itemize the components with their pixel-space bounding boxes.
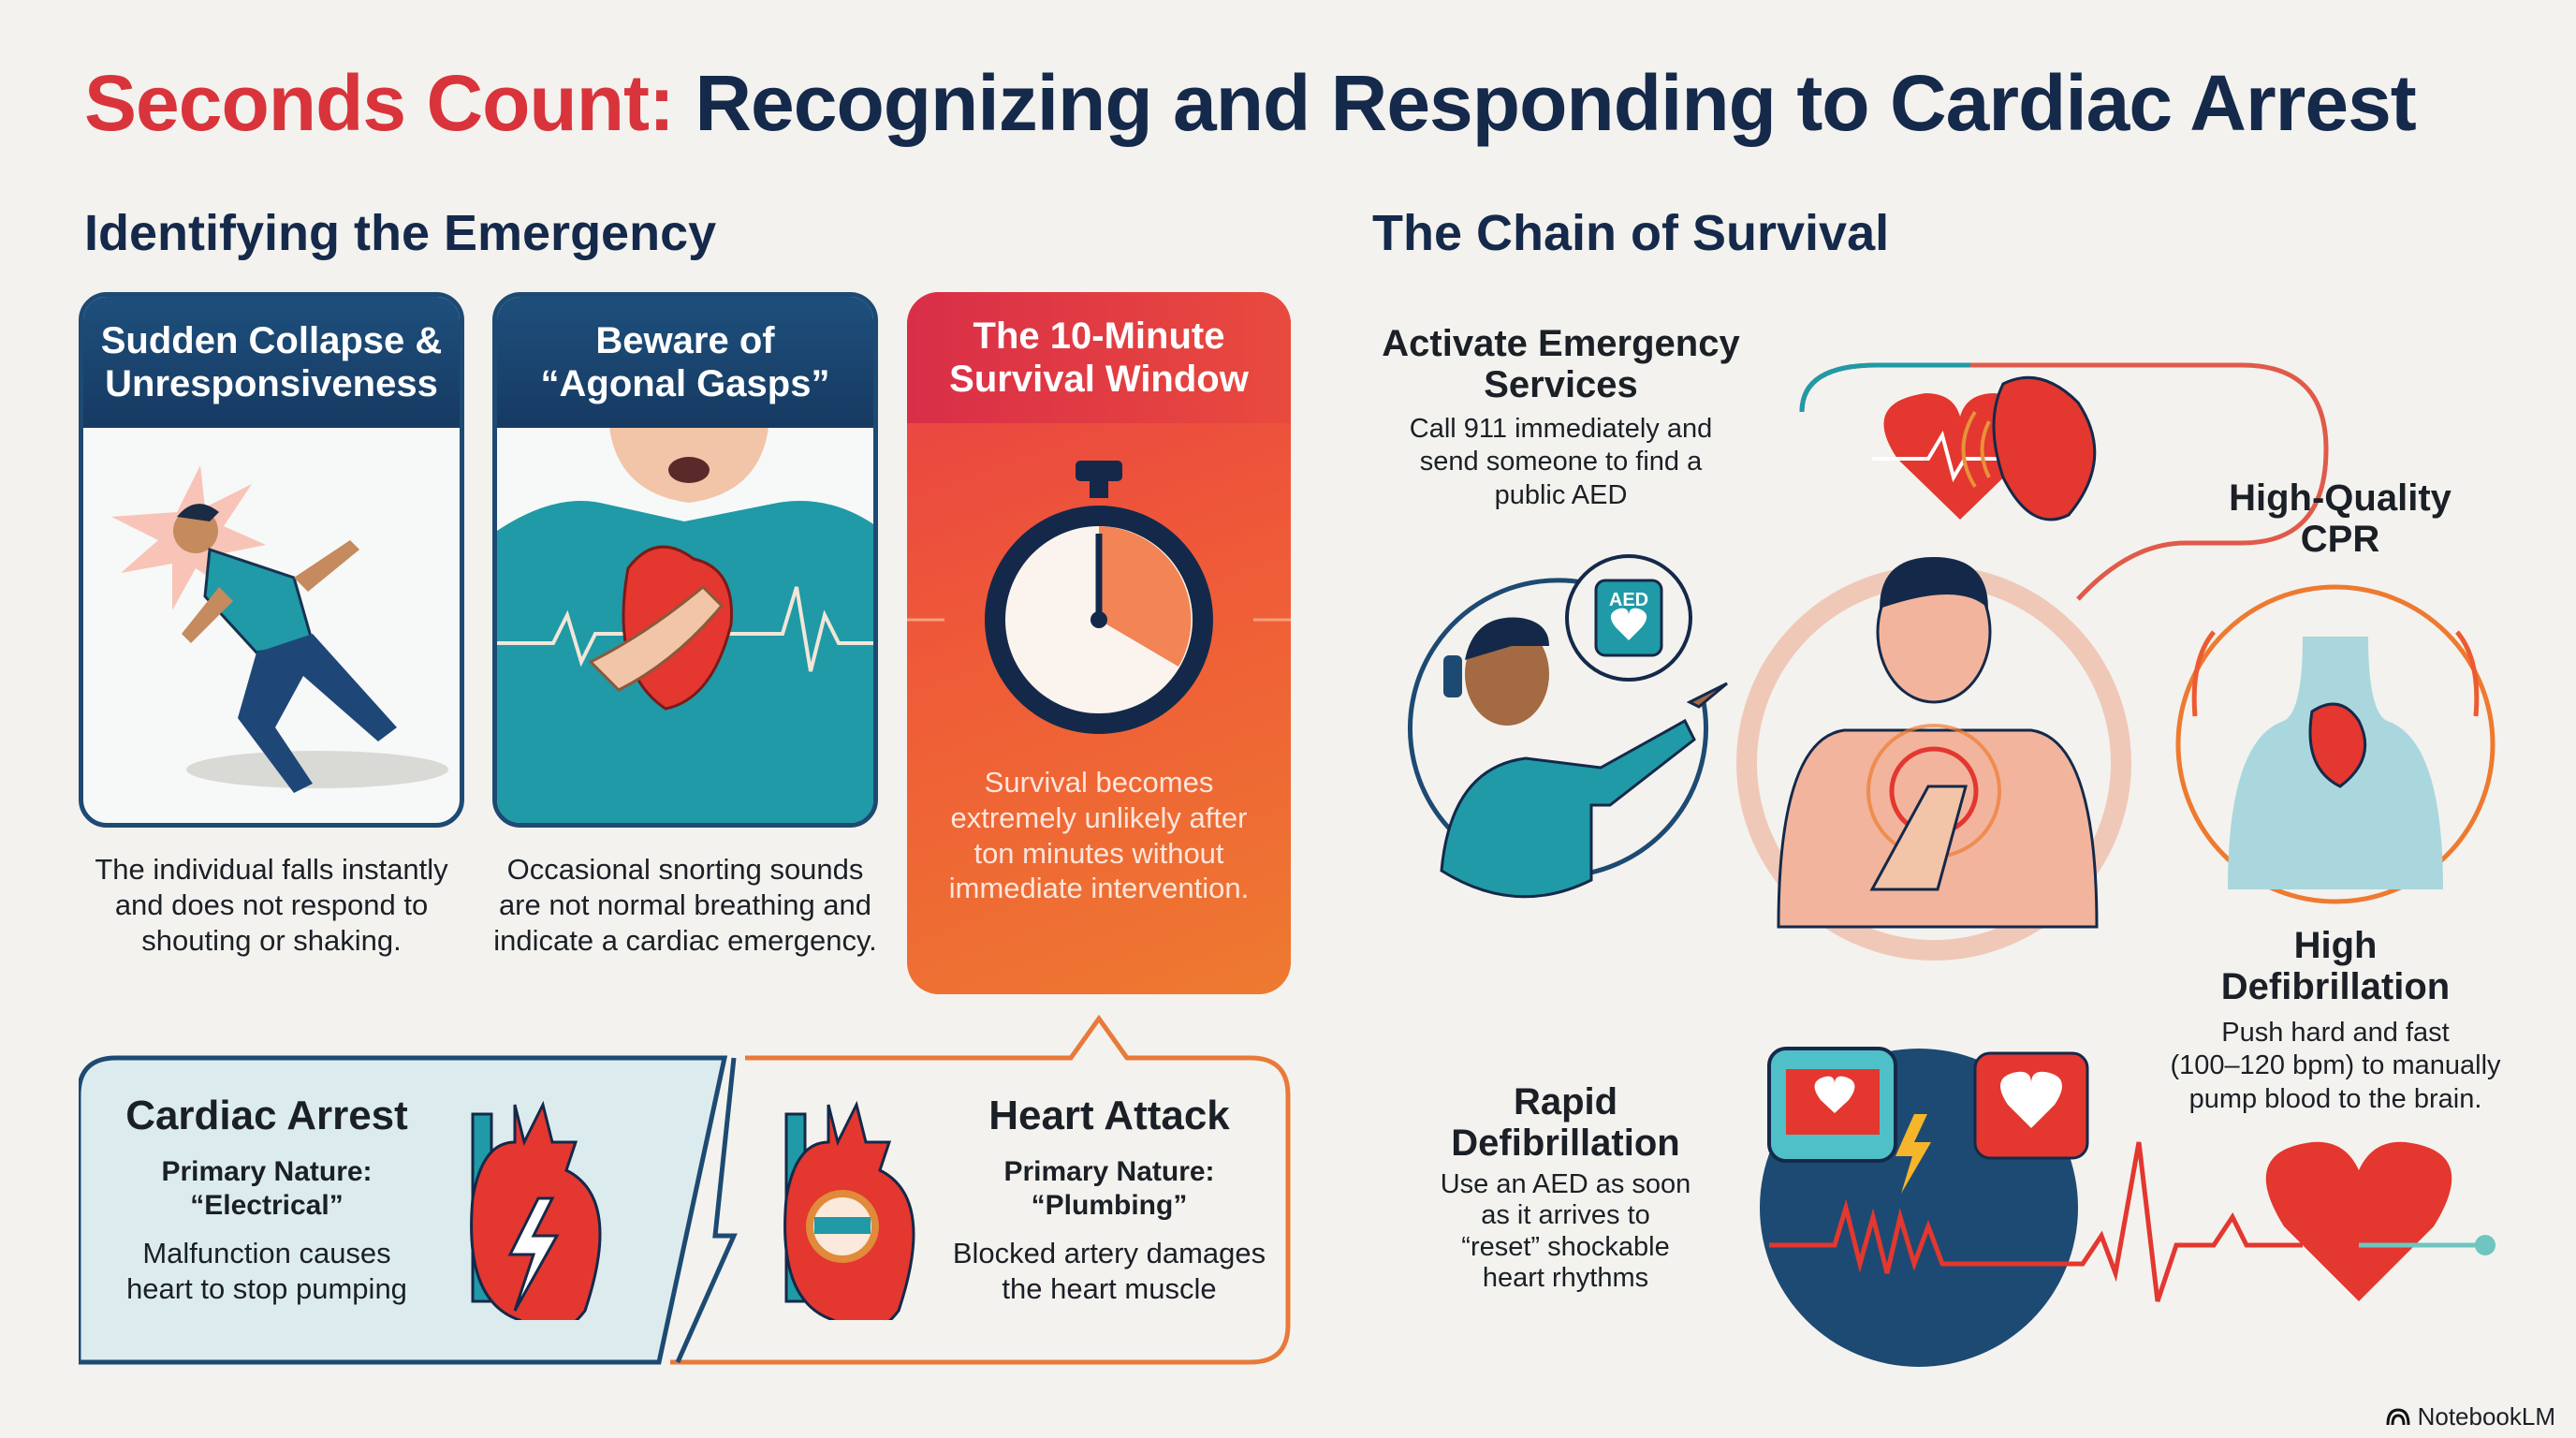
stopwatch-icon bbox=[907, 461, 1291, 734]
card-sudden-collapse: Sudden Collapse &Unresponsiveness bbox=[79, 292, 464, 828]
aed-label: AED bbox=[1609, 590, 1648, 610]
section-heading-chain: The Chain of Survival bbox=[1372, 205, 1890, 261]
high-defibrillation-step: High Defibrillation Push hard and fast (… bbox=[2170, 925, 2501, 1114]
page-title: Seconds Count: Recognizing and Respondin… bbox=[84, 59, 2417, 147]
blocked-artery-heart-icon bbox=[783, 1100, 915, 1320]
rapid-defibrillation-step: Rapid Defibrillation Use an AED as soon … bbox=[1440, 1081, 1691, 1294]
electrical-heart-icon bbox=[470, 1100, 602, 1320]
section-heading-identifying: Identifying the Emergency bbox=[84, 205, 717, 261]
collapsing-person-illustration bbox=[111, 465, 448, 793]
heart-attack-panel: Heart Attack Primary Nature: “Plumbing” … bbox=[952, 1093, 1266, 1306]
cardiac-arrest-panel: Cardiac Arrest Primary Nature: “Electric… bbox=[125, 1093, 408, 1306]
anatomical-heart-icon bbox=[1992, 375, 2097, 521]
card-agonal-gasps: Beware of“Agonal Gasps” bbox=[492, 292, 878, 828]
notebooklm-logo-icon bbox=[2386, 1407, 2410, 1425]
gasping-person-illustration bbox=[497, 428, 873, 823]
activate-emergency-step: Activate Emergency Services Call 911 imm… bbox=[1382, 323, 1740, 510]
card-title: Sudden Collapse &Unresponsiveness bbox=[83, 297, 460, 428]
cpr-step: High-Quality CPR bbox=[2229, 477, 2452, 560]
card-title: Beware of“Agonal Gasps” bbox=[497, 297, 873, 428]
notebooklm-branding: NotebookLM bbox=[2386, 1402, 2555, 1431]
chain-of-survival-illustration: AED bbox=[1408, 362, 2496, 1367]
